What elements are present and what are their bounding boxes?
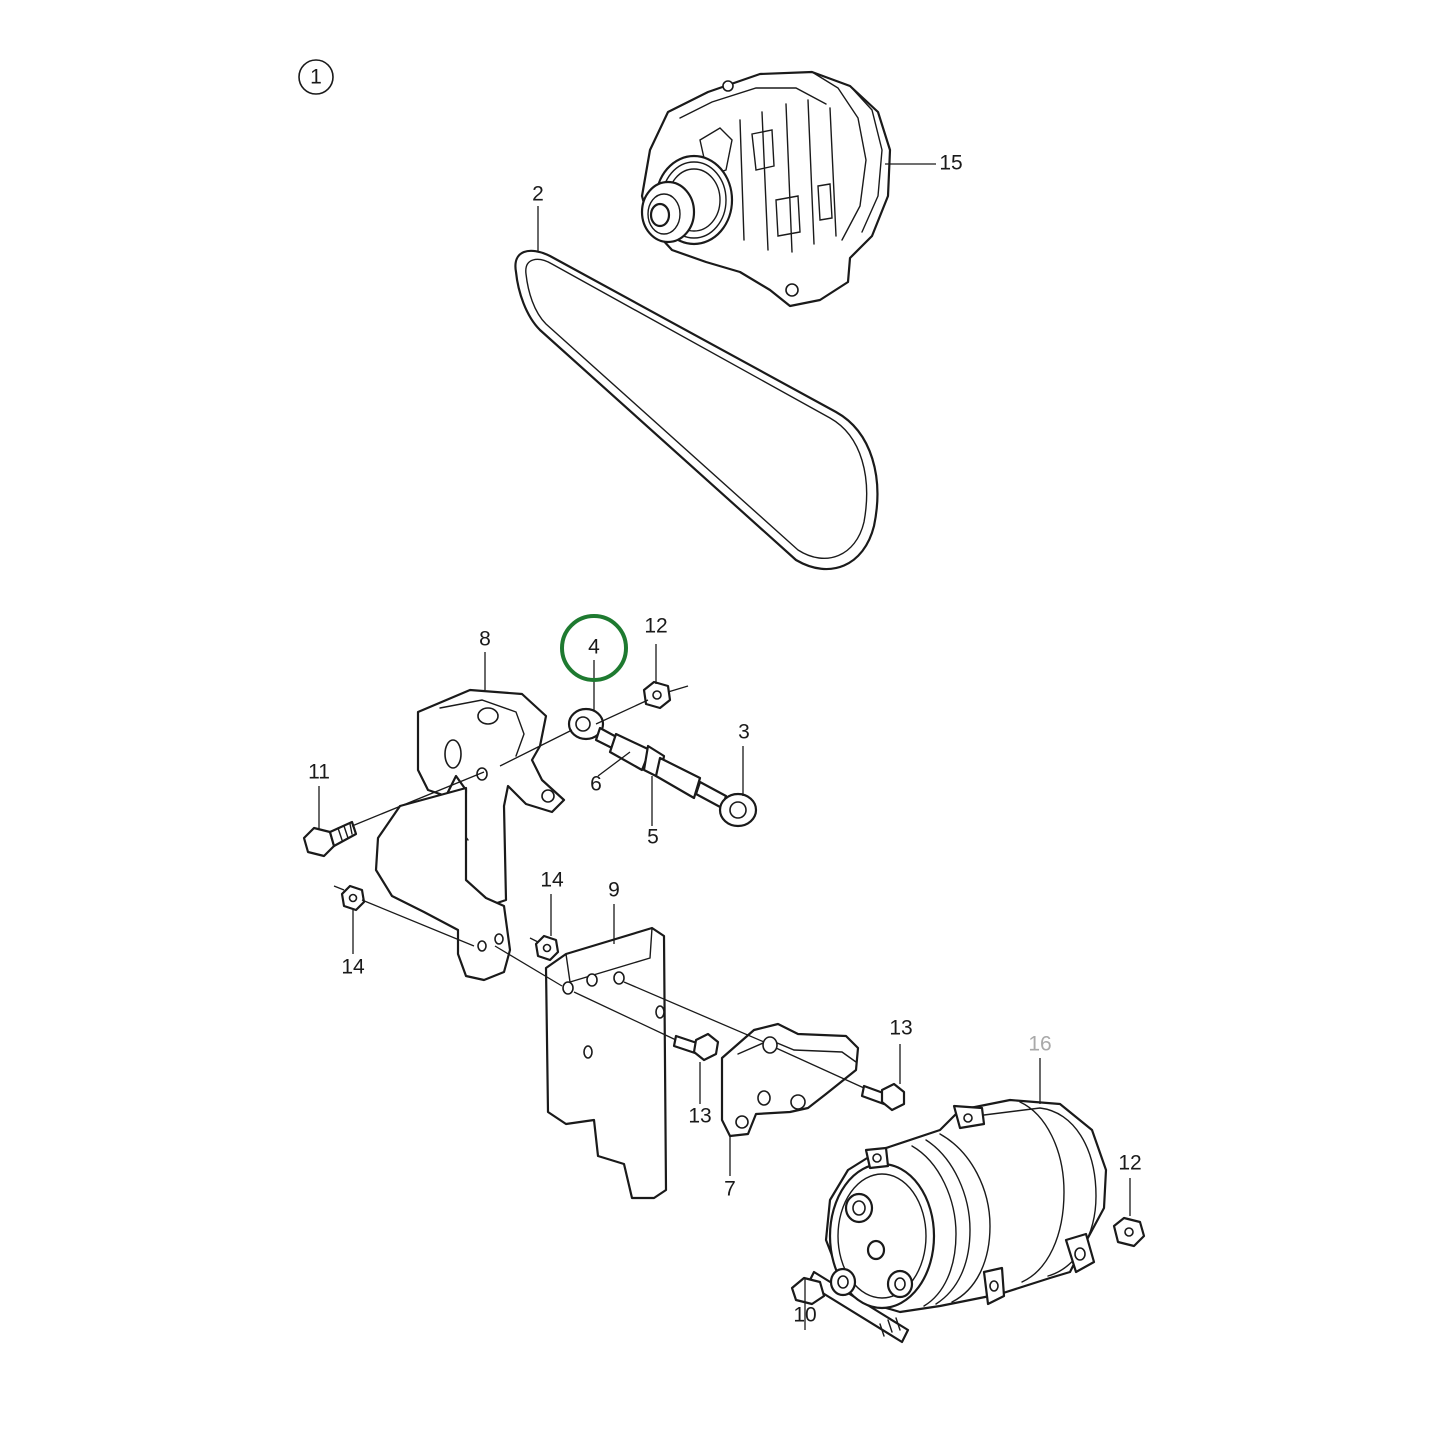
callout-3: 3 — [738, 721, 750, 744]
callout-11: 11 — [308, 761, 330, 784]
leader-lines — [318, 163, 1131, 1330]
highlight-ring — [560, 614, 628, 682]
callout-16: 16 — [1028, 1033, 1051, 1056]
callout-7: 7 — [724, 1178, 736, 1201]
callout-2: 2 — [532, 183, 544, 206]
callout-8: 8 — [479, 628, 491, 651]
callout-15: 15 — [939, 152, 962, 175]
callout-10: 10 — [793, 1304, 816, 1327]
callout-4: 4 — [588, 636, 600, 659]
bolt-13-right[interactable] — [860, 1082, 906, 1112]
callout-12-upper: 12 — [644, 615, 667, 638]
nut-middle[interactable] — [534, 934, 560, 962]
callout-12-lower: 12 — [1118, 1152, 1141, 1175]
lower-bracket-plate[interactable] — [374, 786, 512, 982]
callout-5: 5 — [647, 826, 659, 849]
nut-upper[interactable] — [642, 680, 672, 710]
drive-belt[interactable] — [514, 249, 879, 571]
mounting-plate[interactable] — [544, 926, 668, 1200]
callout-13-left: 13 — [688, 1105, 711, 1128]
ac-compressor[interactable] — [824, 1098, 1108, 1314]
bolt-13-left[interactable] — [672, 1032, 720, 1062]
callout-labels: 15 2 4 12 8 3 6 5 11 14 9 14 13 13 7 16 … — [308, 152, 1142, 1327]
callout-6: 6 — [590, 773, 602, 796]
callout-14-left: 14 — [341, 956, 365, 979]
callout-14-middle: 14 — [540, 869, 564, 892]
assembly-number-badge: 1 — [298, 59, 334, 95]
assembly-number: 1 — [310, 66, 322, 89]
bolt-left[interactable] — [302, 820, 358, 858]
nut-left[interactable] — [340, 884, 366, 912]
compressor-bracket[interactable] — [720, 1022, 860, 1138]
nut-lower[interactable] — [1112, 1216, 1146, 1248]
callout-13-right: 13 — [889, 1017, 912, 1040]
alternator[interactable] — [640, 70, 892, 308]
callout-9: 9 — [608, 879, 620, 902]
tension-rod-assembly[interactable] — [567, 707, 758, 828]
upper-bracket[interactable] — [416, 688, 566, 906]
